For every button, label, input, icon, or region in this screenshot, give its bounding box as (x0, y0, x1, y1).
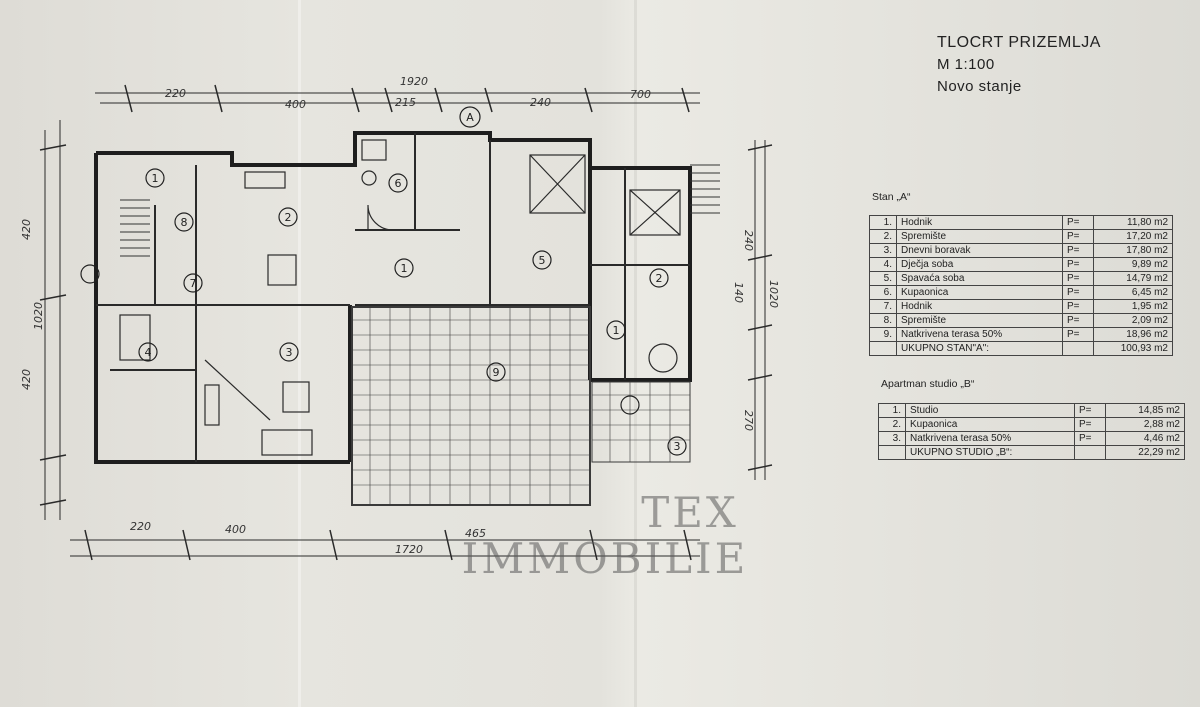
room-number: 1 (613, 324, 620, 337)
dimension-label: 420 (20, 219, 33, 240)
dimension-label: 140 (732, 282, 745, 303)
dimension-label: 400 (225, 523, 246, 536)
section-marker: A (466, 111, 474, 124)
dimension-label: 400 (285, 98, 306, 111)
dimension-label: 1920 (400, 75, 428, 88)
room-number: 7 (190, 277, 197, 290)
plan-scale: M 1:100 (937, 56, 995, 73)
watermark-line: TEX (641, 488, 739, 537)
room-number: 3 (286, 346, 293, 359)
room-number: 1 (401, 262, 408, 275)
room-number: 1 (152, 172, 159, 185)
plan-title: TLOCRT PRIZEMLJA (937, 34, 1101, 51)
table-row: 9.Natkrivena terasa 50%P=18,96 m2 (869, 327, 1173, 342)
dimension-label: 1020 (767, 280, 780, 308)
room-number: 2 (285, 211, 292, 224)
table-row: 3.Natkrivena terasa 50%P=4,46 m2 (878, 431, 1185, 446)
room-number: 3 (674, 440, 681, 453)
dimension-label: 220 (130, 520, 151, 533)
dimension-label: 1020 (32, 302, 45, 330)
room-number: 8 (181, 216, 188, 229)
room-number: 2 (656, 272, 663, 285)
room-number: 6 (395, 177, 402, 190)
paper-fold (634, 0, 637, 707)
total-row: UKUPNO STUDIO „B“:22,29 m2 (878, 445, 1185, 460)
dimension-label: 270 (742, 410, 755, 431)
dimension-label: 240 (530, 96, 551, 109)
dimension-label: 220 (165, 87, 186, 100)
dimension-label: 215 (395, 96, 416, 109)
watermark-line: IMMOBILIE (461, 534, 749, 583)
room-number: 5 (539, 254, 546, 267)
dimension-label: 465 (465, 527, 486, 540)
stan-a-heading: Stan „A“ (872, 191, 911, 203)
total-row: UKUPNO STAN"A":100,93 m2 (869, 341, 1173, 356)
dimension-label: 700 (630, 88, 651, 101)
room-number: 9 (493, 366, 500, 379)
studio-b-heading: Apartman studio „B“ (881, 378, 975, 390)
room-number: 4 (145, 346, 152, 359)
dimension-label: 420 (20, 369, 33, 390)
plan-state: Novo stanje (937, 78, 1022, 95)
dimension-label: 240 (742, 230, 755, 251)
paper-fold (298, 0, 301, 707)
dimension-label: 1720 (395, 543, 423, 556)
watermark: TEX IMMOBILIE (430, 490, 780, 582)
